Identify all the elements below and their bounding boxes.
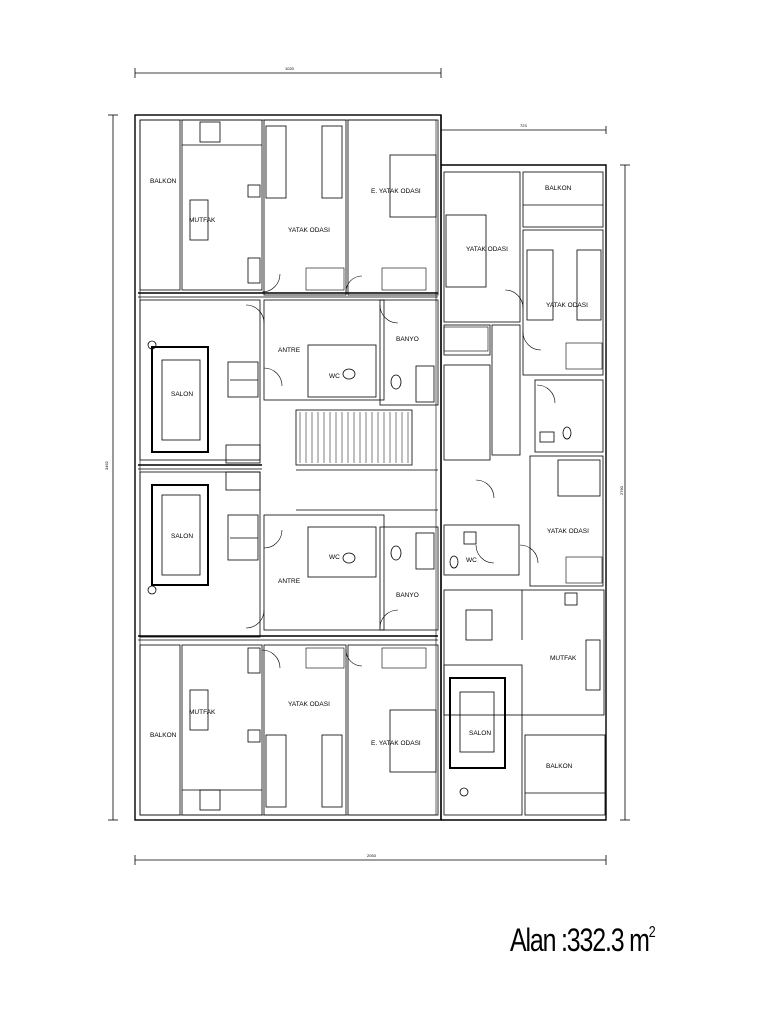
room-label: MUTFAK <box>189 217 216 224</box>
dimension-bottom <box>134 855 607 865</box>
area-caption: Alan :332.3 m2 <box>510 922 656 959</box>
room-label: ANTRE <box>278 347 301 354</box>
upper-left-unit-walls <box>138 119 439 466</box>
room-label: E. YATAK ODASI <box>371 740 421 747</box>
room-label: BALKON <box>545 185 572 192</box>
left-block-walls <box>134 114 442 821</box>
dim-top-text: 1020 <box>285 66 295 71</box>
bed-furniture <box>265 125 602 808</box>
room-label: BALKON <box>546 763 573 770</box>
room-label: BANYO <box>396 592 419 599</box>
dimension-top <box>134 68 442 78</box>
dimension-right <box>620 164 630 821</box>
room-label: MUTFAK <box>189 709 216 716</box>
bath-fixtures <box>147 340 572 797</box>
door-swings <box>245 273 556 669</box>
room-label: YATAK ODASI <box>288 227 330 234</box>
area-label: Alan :332.3 m <box>510 922 650 958</box>
room-label: SALON <box>171 533 193 540</box>
stair-top <box>299 412 409 463</box>
room-label: YATAK ODASI <box>547 528 589 535</box>
room-label: BANYO <box>396 336 419 343</box>
room-label: SALON <box>171 391 193 398</box>
room-label: YATAK ODASI <box>546 302 588 309</box>
right-block-rooms <box>443 171 606 816</box>
room-label: WC <box>329 373 340 380</box>
right-block-walls <box>440 115 607 821</box>
wardrobes <box>305 267 603 669</box>
room-label: E. YATAK ODASI <box>371 188 421 195</box>
area-unit-superscript: 2 <box>648 924 656 941</box>
room-label: YATAK ODASI <box>288 701 330 708</box>
center-divider <box>138 444 438 511</box>
dim-top-right-text: 723 <box>520 123 527 128</box>
lower-left-unit-walls <box>138 471 439 816</box>
dim-bottom-text: 2053 <box>367 853 377 858</box>
dim-left-text: 3462 <box>104 460 109 470</box>
room-label: ANTRE <box>278 578 301 585</box>
room-label: SALON <box>469 730 491 737</box>
room-label: BALKON <box>150 178 177 185</box>
room-label: WC <box>329 554 340 561</box>
room-label: BALKON <box>150 732 177 739</box>
dim-right-text: 2760 <box>619 485 624 495</box>
room-label: MUTFAK <box>550 655 577 662</box>
room-label: WC <box>466 557 477 564</box>
room-label: YATAK ODASI <box>466 246 508 253</box>
dimension-left <box>108 114 118 821</box>
dining-tables <box>189 121 601 811</box>
